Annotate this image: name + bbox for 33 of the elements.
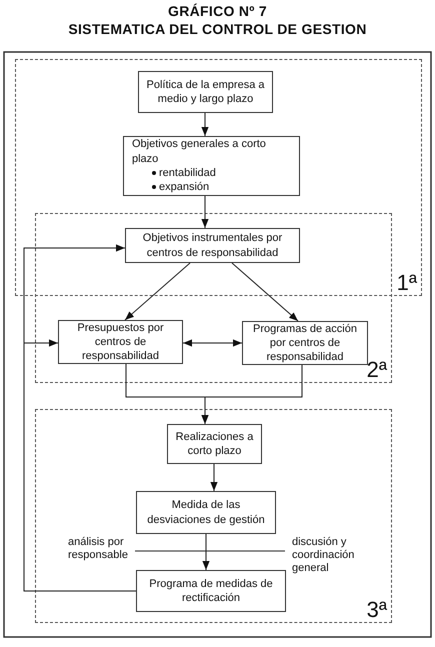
box-text: Presupuestos por centros de responsabilidad — [76, 320, 165, 364]
arrow — [210, 464, 218, 492]
process-box — [138, 71, 273, 113]
arrow — [201, 364, 302, 424]
arrow — [201, 112, 209, 136]
box-text: Realizaciones a corto plazo — [174, 430, 254, 458]
box-text: Objetivos instrumentales por centros de responsabilidad — [142, 231, 284, 260]
process-box — [136, 570, 286, 612]
box-text: Política de la empresa a medio y largo plazo — [145, 78, 266, 106]
arrow — [202, 534, 210, 570]
process-box — [125, 228, 300, 263]
box-text: Programas de acción por centros de responsabilidad — [252, 322, 358, 364]
diagram-subtitle: SISTEMATICA DEL CONTROL DE GESTION — [67, 21, 368, 37]
process-box — [123, 136, 300, 196]
bullet-text: expansión — [159, 180, 210, 195]
arrow — [124, 262, 190, 320]
arrow — [201, 196, 209, 228]
side-note: discusión y coordinación general — [292, 536, 356, 576]
side-note: análisis por responsable — [68, 536, 129, 562]
diagram-title: GRÁFICO Nº 7 — [167, 3, 268, 19]
process-box — [167, 424, 262, 464]
arrow — [182, 339, 242, 347]
stage-number: 3ª — [366, 599, 387, 621]
stage-number: 2ª — [366, 359, 387, 381]
arrow — [232, 262, 298, 322]
process-box — [58, 320, 183, 364]
process-box — [242, 321, 368, 365]
box-text: Programa de medidas de rectificación — [148, 576, 274, 606]
dashed-region — [35, 409, 392, 623]
box-text: Medida de las desviaciones de gestión — [146, 498, 266, 527]
process-box — [136, 491, 276, 534]
bullet-text: rentabilidad — [159, 166, 216, 180]
stage-number: 1ª — [396, 272, 417, 294]
